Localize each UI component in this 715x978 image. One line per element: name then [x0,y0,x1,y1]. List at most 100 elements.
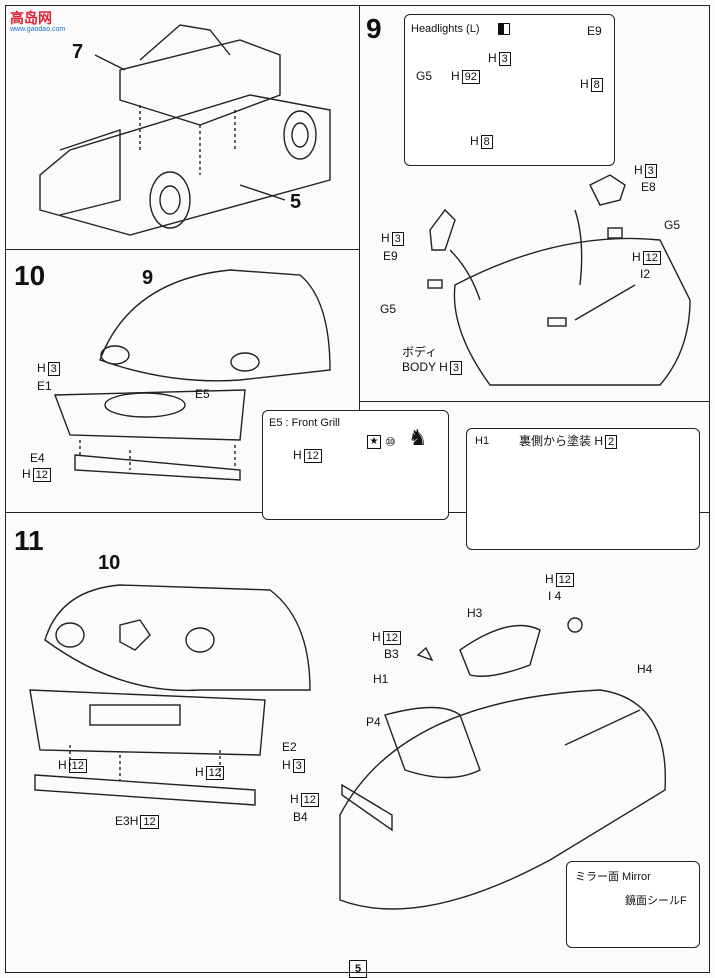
label-h3-left-h: H [381,231,390,245]
part-label-5: 5 [290,191,302,213]
label-h12-e4-h: H [22,467,31,481]
windshield-note-box: 2 [605,435,618,449]
label-h92-h: H [451,69,460,83]
mirror-panel: ミラー面 Mirror 鏡面シールF [566,861,700,948]
label-i2: I2 [640,267,651,281]
step-number-11: 11 [14,525,44,556]
windshield-note-h: H [594,434,604,448]
label-h3-right-h: H [634,163,643,177]
label-h3-left-box: 3 [391,232,404,246]
label-body-box: 3 [449,361,462,375]
label-h12-left-box: 12 [68,759,87,773]
label-grill-box: 12 [303,449,322,463]
label-e3-box: 12 [140,815,159,829]
star-icon: ★ [367,435,381,449]
frame-right [709,5,710,973]
label-h12-b4-h: H [290,792,299,806]
label-i4: I 4 [548,589,562,603]
hood-drawing [427,174,691,386]
label-e4: E4 [30,451,45,465]
divider-left-mid [5,249,359,250]
watermark-logo: 高岛网 www.gaodao.com [4,4,66,34]
label-h12-mid-box: 12 [205,766,224,780]
headlights-panel: Headlights (L) [404,14,615,166]
label-h12-i4-box: 12 [555,573,574,587]
front-car-drawing [53,269,331,481]
part-label-7: 7 [72,41,84,63]
label-h4: H4 [637,662,653,676]
label-h12-left-h: H [58,758,67,772]
label-h3-e2-h: H [282,758,291,772]
label-h12-b4-box: 12 [300,793,319,807]
windshield-title: H1 [475,435,490,447]
step-number-10: 10 [14,260,46,291]
rear-car-drawing [29,584,311,806]
label-grill-num: ⑩ [385,435,396,449]
label-body-h: H [439,360,448,374]
label-h8-bottom-h: H [470,134,479,148]
mirror-seal-label: 鏡面シールF [625,895,687,907]
label-h1: H1 [373,672,389,686]
label-h12-right-box: 12 [642,251,661,265]
rear-body-drawing [339,617,667,910]
watermark-brand: 高岛网 [10,10,52,26]
label-h8-top-h: H [580,77,589,91]
label-e5: E5 [195,387,210,401]
label-body-en: BODY [402,360,436,374]
label-e8: E8 [641,180,656,194]
watermark-url: www.gaodao.com [10,26,66,33]
part-label-10: 10 [98,552,121,574]
frame-top [5,5,710,6]
headlight-color-icon [498,23,510,35]
label-h12-right-h: H [632,250,641,264]
label-g5-top: G5 [416,69,433,83]
label-h12-e4-box: 12 [32,468,51,482]
label-e3-text: E3 [115,814,130,828]
label-h3-e1-h: H [37,361,46,375]
label-h12-mid-h: H [195,765,204,779]
label-b3: B3 [384,647,399,661]
label-h12-b3-h: H [372,630,381,644]
label-e9-top: E9 [587,24,602,38]
label-h3-glass: H3 [467,606,483,620]
label-e9-left: E9 [383,249,398,263]
headlights-title: Headlights (L) [411,23,480,35]
label-h8-bottom-box: 8 [480,135,493,149]
label-p4: P4 [366,715,381,729]
label-h3-e1-box: 3 [47,362,60,376]
label-h8-top-box: 8 [590,78,603,92]
step-number-9: 9 [366,13,382,44]
label-h12-b3-box: 12 [382,631,401,645]
label-body-jp: ボディ [402,345,438,359]
divider-vertical [359,5,360,512]
label-h3-right-box: 3 [644,164,657,178]
label-grill-h: H [293,448,302,462]
label-b4: B4 [293,810,308,824]
label-h92-box: 92 [461,70,480,84]
label-e1: E1 [37,379,52,393]
prancing-horse-icon: ♞ [408,425,428,450]
label-h3-top-box: 3 [498,52,511,66]
frame-bottom [5,972,710,973]
label-h3-top-h: H [488,51,497,65]
label-g5-right: G5 [664,218,681,232]
